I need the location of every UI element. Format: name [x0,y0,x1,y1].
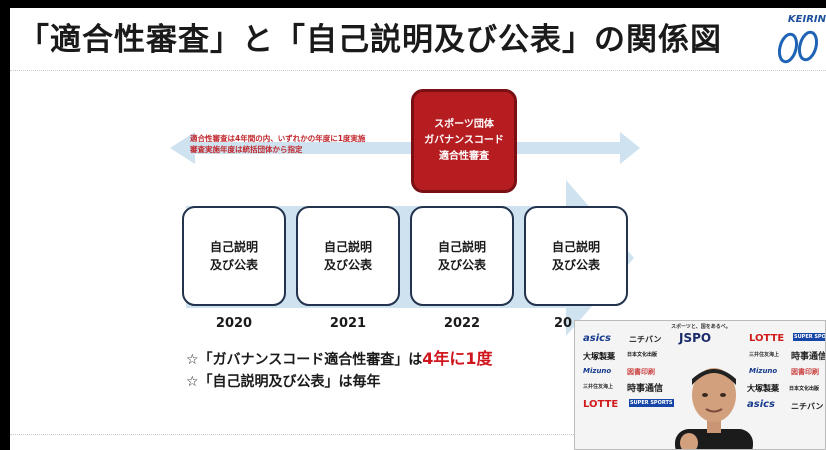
speaker-person-icon [675,368,753,449]
year-label: 20 [554,316,573,331]
keirin-logo-icon [777,30,819,64]
nihon-bunka-logo: 日本文化出版 [627,352,658,358]
review-box-line1: スポーツ団体 [434,119,494,130]
year-label: 2021 [329,316,367,331]
review-box-line2: ガバナンスコード [424,135,504,146]
lotte-logo: LOTTE [583,399,619,410]
review-note: 適合性審査は4年間の内、いずれかの年度に1度実施 審査実施年度は統括団体から指定 [190,133,365,155]
tosho-logo: 図書印刷 [791,368,819,376]
review-note-line2: 審査実施年度は統括団体から指定 [190,145,303,154]
jiji-logo: 時事通信 [627,384,664,394]
jiji-logo: 時事通信 [791,352,826,362]
mitsui-logo: 三井住友海上 [583,384,614,390]
super-sports-logo: SUPER SPORTS [793,333,825,341]
year-box-line1: 自己説明 [551,240,600,254]
governance-review-box: スポーツ団体 ガバナンスコード 適合性審査 [411,89,517,193]
asics-logo: asics [747,399,776,410]
otsuka-logo: 大塚製薬 [747,384,779,393]
double-arrow-shape [170,132,640,164]
summary-highlight: 4年に1度 [422,349,493,368]
tosho-logo: 図書印刷 [627,368,655,376]
nichiban-logo: ニチバン [791,402,824,411]
year-box-line1: 自己説明 [437,240,486,254]
otsuka-logo: 大塚製薬 [583,352,615,361]
summary-line2: ☆「自己説明及び公表」は毎年 [186,374,381,390]
review-box-line3: 適合性審査 [439,151,489,162]
self-disclosure-box-2022: 自己説明 及び公表 [410,206,514,306]
year-box-line2: 及び公表 [323,258,372,272]
bottom-divider [10,434,826,435]
nichiban-logo: ニチバン [629,335,662,344]
self-disclosure-box-2021: 自己説明 及び公表 [296,206,400,306]
super-sports-logo: SUPER SPORTS [629,399,674,407]
top-divider [10,70,826,71]
self-disclosure-box-2023: 自己説明 及び公表 [524,206,628,306]
mitsui-logo: 三井住友海上 [749,352,780,358]
summary-line1: ☆「ガバナンスコード適合性審査」は4年に1度 [186,348,493,371]
mizuno-logo: Mizuno [749,367,778,375]
year-box-line2: 及び公表 [209,258,258,272]
year-label: 2022 [443,316,481,331]
asics-logo: asics [583,333,612,344]
summary-text: ☆「ガバナンスコード適合性審査」は4年に1度 ☆「自己説明及び公表」は毎年 [186,348,493,393]
self-disclosure-box-2020: 自己説明 及び公表 [182,206,286,306]
speaker-video-feed: スポーツと、国をあるべ。 asics ニチバン JSPO LOTTE SUPER… [574,320,826,450]
year-box-line1: 自己説明 [323,240,372,254]
year-box-line2: 及び公表 [437,258,486,272]
year-box-line2: 及び公表 [551,258,600,272]
sponsor-tagline: スポーツと、国をあるべ。 [671,324,731,330]
year-label: 2020 [215,316,253,331]
lotte-logo: LOTTE [749,333,785,344]
keirin-logo-text: KEIRIN [787,14,826,25]
slide-title: 「適合性審査」と「自己説明及び公表」の関係図 [18,22,722,58]
nihon-bunka-logo: 日本文化出版 [789,386,820,392]
summary-line1-text: ☆「ガバナンスコード適合性審査」は [186,352,423,368]
jspo-logo: JSPO [679,331,712,345]
mizuno-logo: Mizuno [583,367,612,375]
review-note-line1: 適合性審査は4年間の内、いずれかの年度に1度実施 [190,134,366,143]
presentation-slide: 「適合性審査」と「自己説明及び公表」の関係図 KEIRIN 適合性審査は4年間の… [10,8,826,450]
year-box-line1: 自己説明 [209,240,258,254]
